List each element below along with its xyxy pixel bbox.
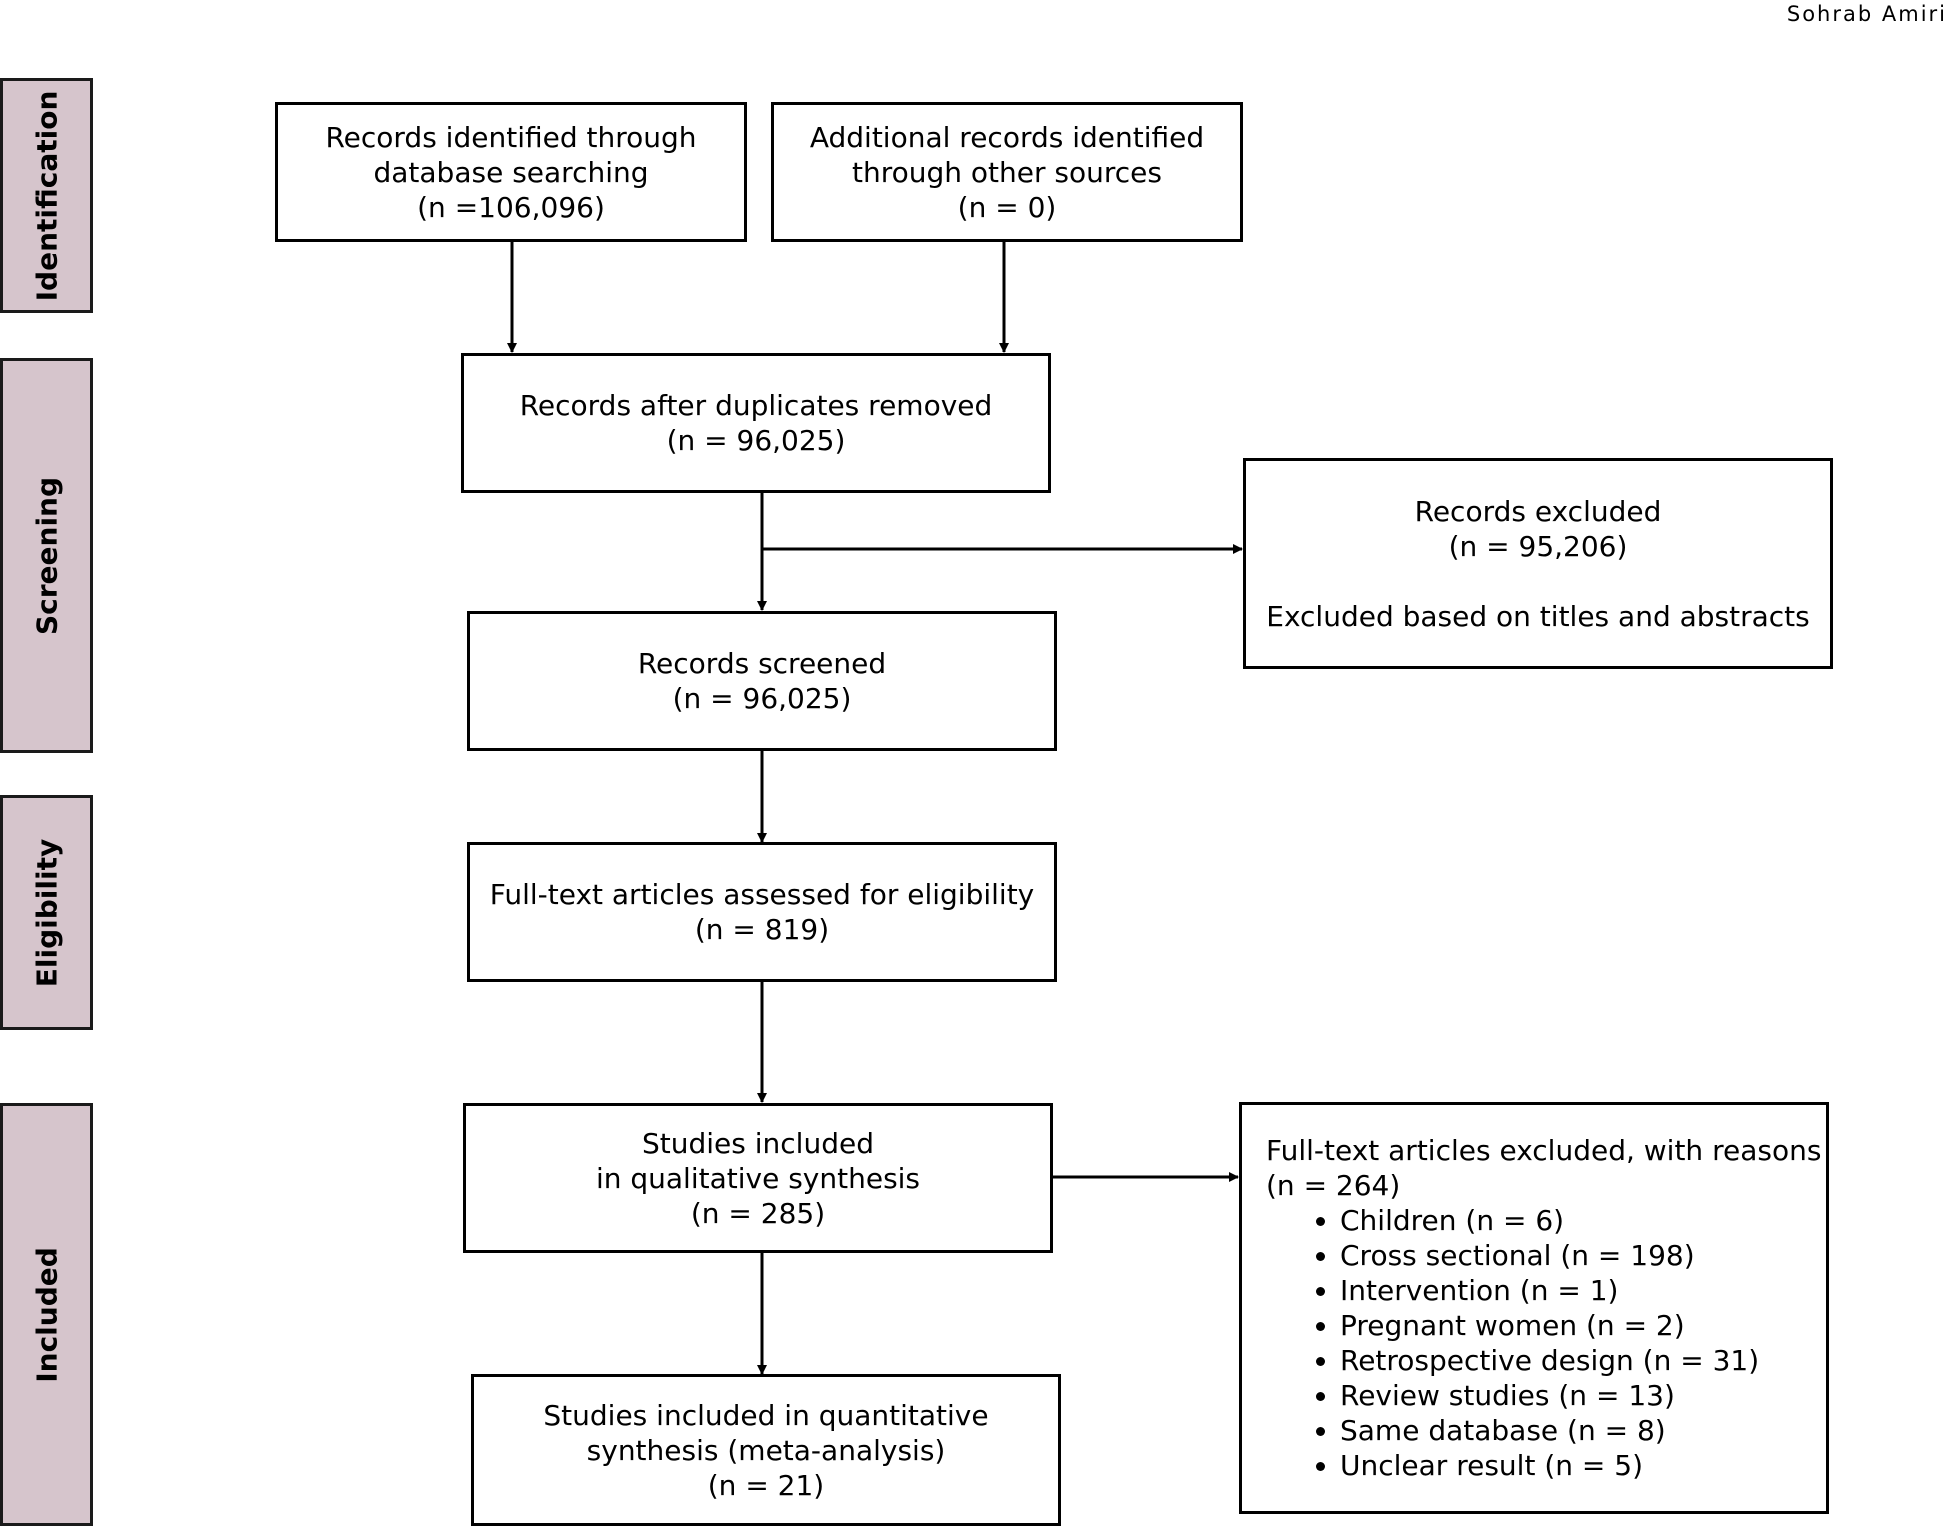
box-count: (n = 819): [694, 913, 830, 946]
box-records-excluded: Records excluded (n = 95,206) Excluded b…: [1243, 458, 1833, 669]
box-line: Additional records identified: [809, 120, 1205, 154]
author-name: Sohrab Amiri: [1786, 2, 1947, 26]
exclusion-reasons-list: Children (n = 6) Cross sectional (n = 19…: [1266, 1203, 1826, 1483]
phase-included: Included: [0, 1103, 93, 1526]
box-quantitative-synthesis: Studies included in quantitative synthes…: [471, 1374, 1061, 1526]
box-database-records: Records identified through database sear…: [275, 102, 747, 242]
box-count: (n = 264): [1266, 1169, 1401, 1202]
box-note: Excluded based on titles and abstracts: [1266, 599, 1810, 633]
list-item: Cross sectional (n = 198): [1316, 1238, 1826, 1273]
box-line: database searching: [373, 155, 649, 189]
box-line: Studies included: [642, 1126, 874, 1160]
box-count: (n = 96,025): [666, 424, 846, 457]
list-item: Intervention (n = 1): [1316, 1273, 1826, 1308]
box-line: Full-text articles assessed for eligibil…: [489, 878, 1035, 911]
box-line: Studies included in quantitative: [543, 1398, 989, 1432]
list-item: Review studies (n = 13): [1316, 1378, 1826, 1413]
list-item: Children (n = 6): [1316, 1203, 1826, 1238]
list-item: Same database (n = 8): [1316, 1413, 1826, 1448]
box-after-duplicates: Records after duplicates removed (n = 96…: [461, 353, 1051, 493]
box-records-screened: Records screened (n = 96,025): [467, 611, 1057, 751]
box-line: Records screened: [637, 647, 887, 680]
box-full-text-assessed: Full-text articles assessed for eligibil…: [467, 842, 1057, 982]
box-line: Records excluded: [1414, 494, 1662, 528]
phase-identification: Identification: [0, 78, 93, 313]
box-line: Records identified through: [325, 120, 697, 154]
box-line: in qualitative synthesis: [595, 1161, 921, 1195]
box-line: through other sources: [852, 155, 1162, 189]
box-title: Full-text articles excluded, with reason…: [1266, 1134, 1822, 1167]
box-other-records: Additional records identified through ot…: [771, 102, 1243, 242]
box-count: (n = 95,206): [1448, 529, 1628, 563]
box-count: (n = 96,025): [672, 682, 852, 715]
phase-eligibility: Eligibility: [0, 795, 93, 1030]
list-item: Pregnant women (n = 2): [1316, 1308, 1826, 1343]
box-count: (n = 285): [690, 1196, 826, 1230]
box-qualitative-synthesis: Studies included in qualitative synthesi…: [463, 1103, 1053, 1253]
box-count: (n = 21): [707, 1468, 825, 1502]
box-count: (n =106,096): [417, 190, 605, 224]
phase-screening: Screening: [0, 358, 93, 753]
list-item: Unclear result (n = 5): [1316, 1448, 1826, 1483]
box-count: (n = 0): [957, 190, 1057, 224]
list-item: Retrospective design (n = 31): [1316, 1343, 1826, 1378]
box-line: Records after duplicates removed: [519, 389, 993, 422]
box-line: synthesis (meta-analysis): [586, 1433, 946, 1467]
box-full-text-excluded: Full-text articles excluded, with reason…: [1239, 1102, 1829, 1514]
